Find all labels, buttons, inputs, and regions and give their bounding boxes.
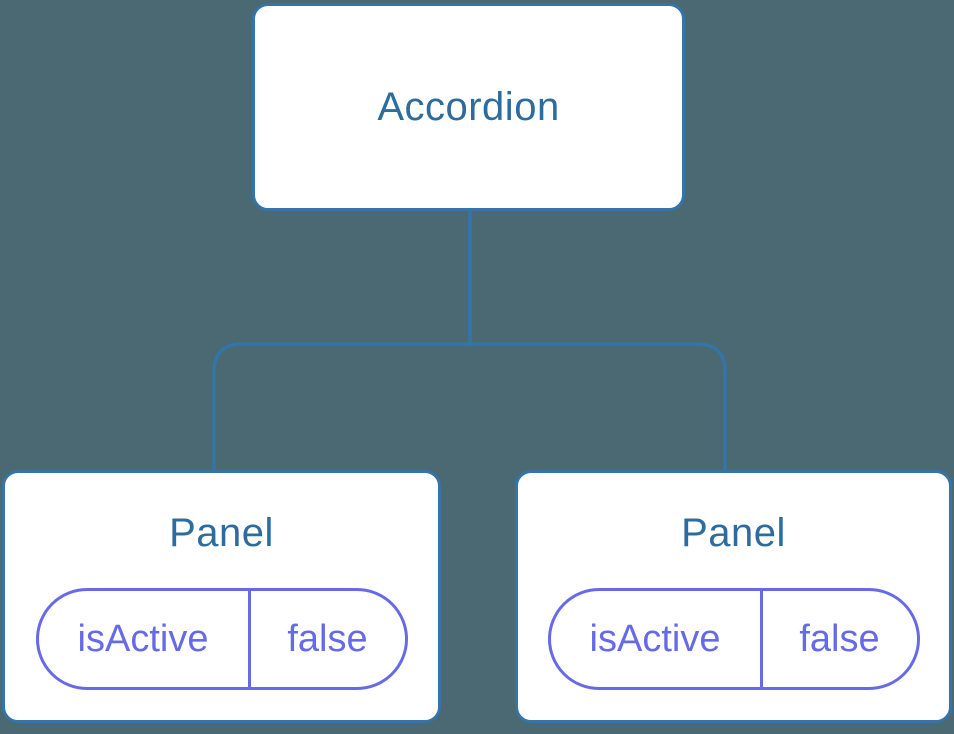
state-value: false: [799, 617, 880, 660]
panel-node-right: Panel isActive false: [515, 470, 952, 723]
state-name: isActive: [551, 591, 763, 687]
connector-branch-line: [212, 342, 727, 470]
state-name: isActive: [39, 591, 251, 687]
accordion-node-label: Accordion: [377, 84, 560, 129]
panel-right-state-pill: isActive false: [547, 588, 920, 690]
state-value: false: [287, 617, 368, 660]
panel-right-label: Panel: [681, 511, 786, 555]
accordion-node: Accordion: [252, 3, 685, 211]
panel-node-left: Panel isActive false: [2, 470, 441, 723]
panel-left-state-pill: isActive false: [35, 588, 408, 690]
panel-left-label: Panel: [169, 511, 274, 555]
